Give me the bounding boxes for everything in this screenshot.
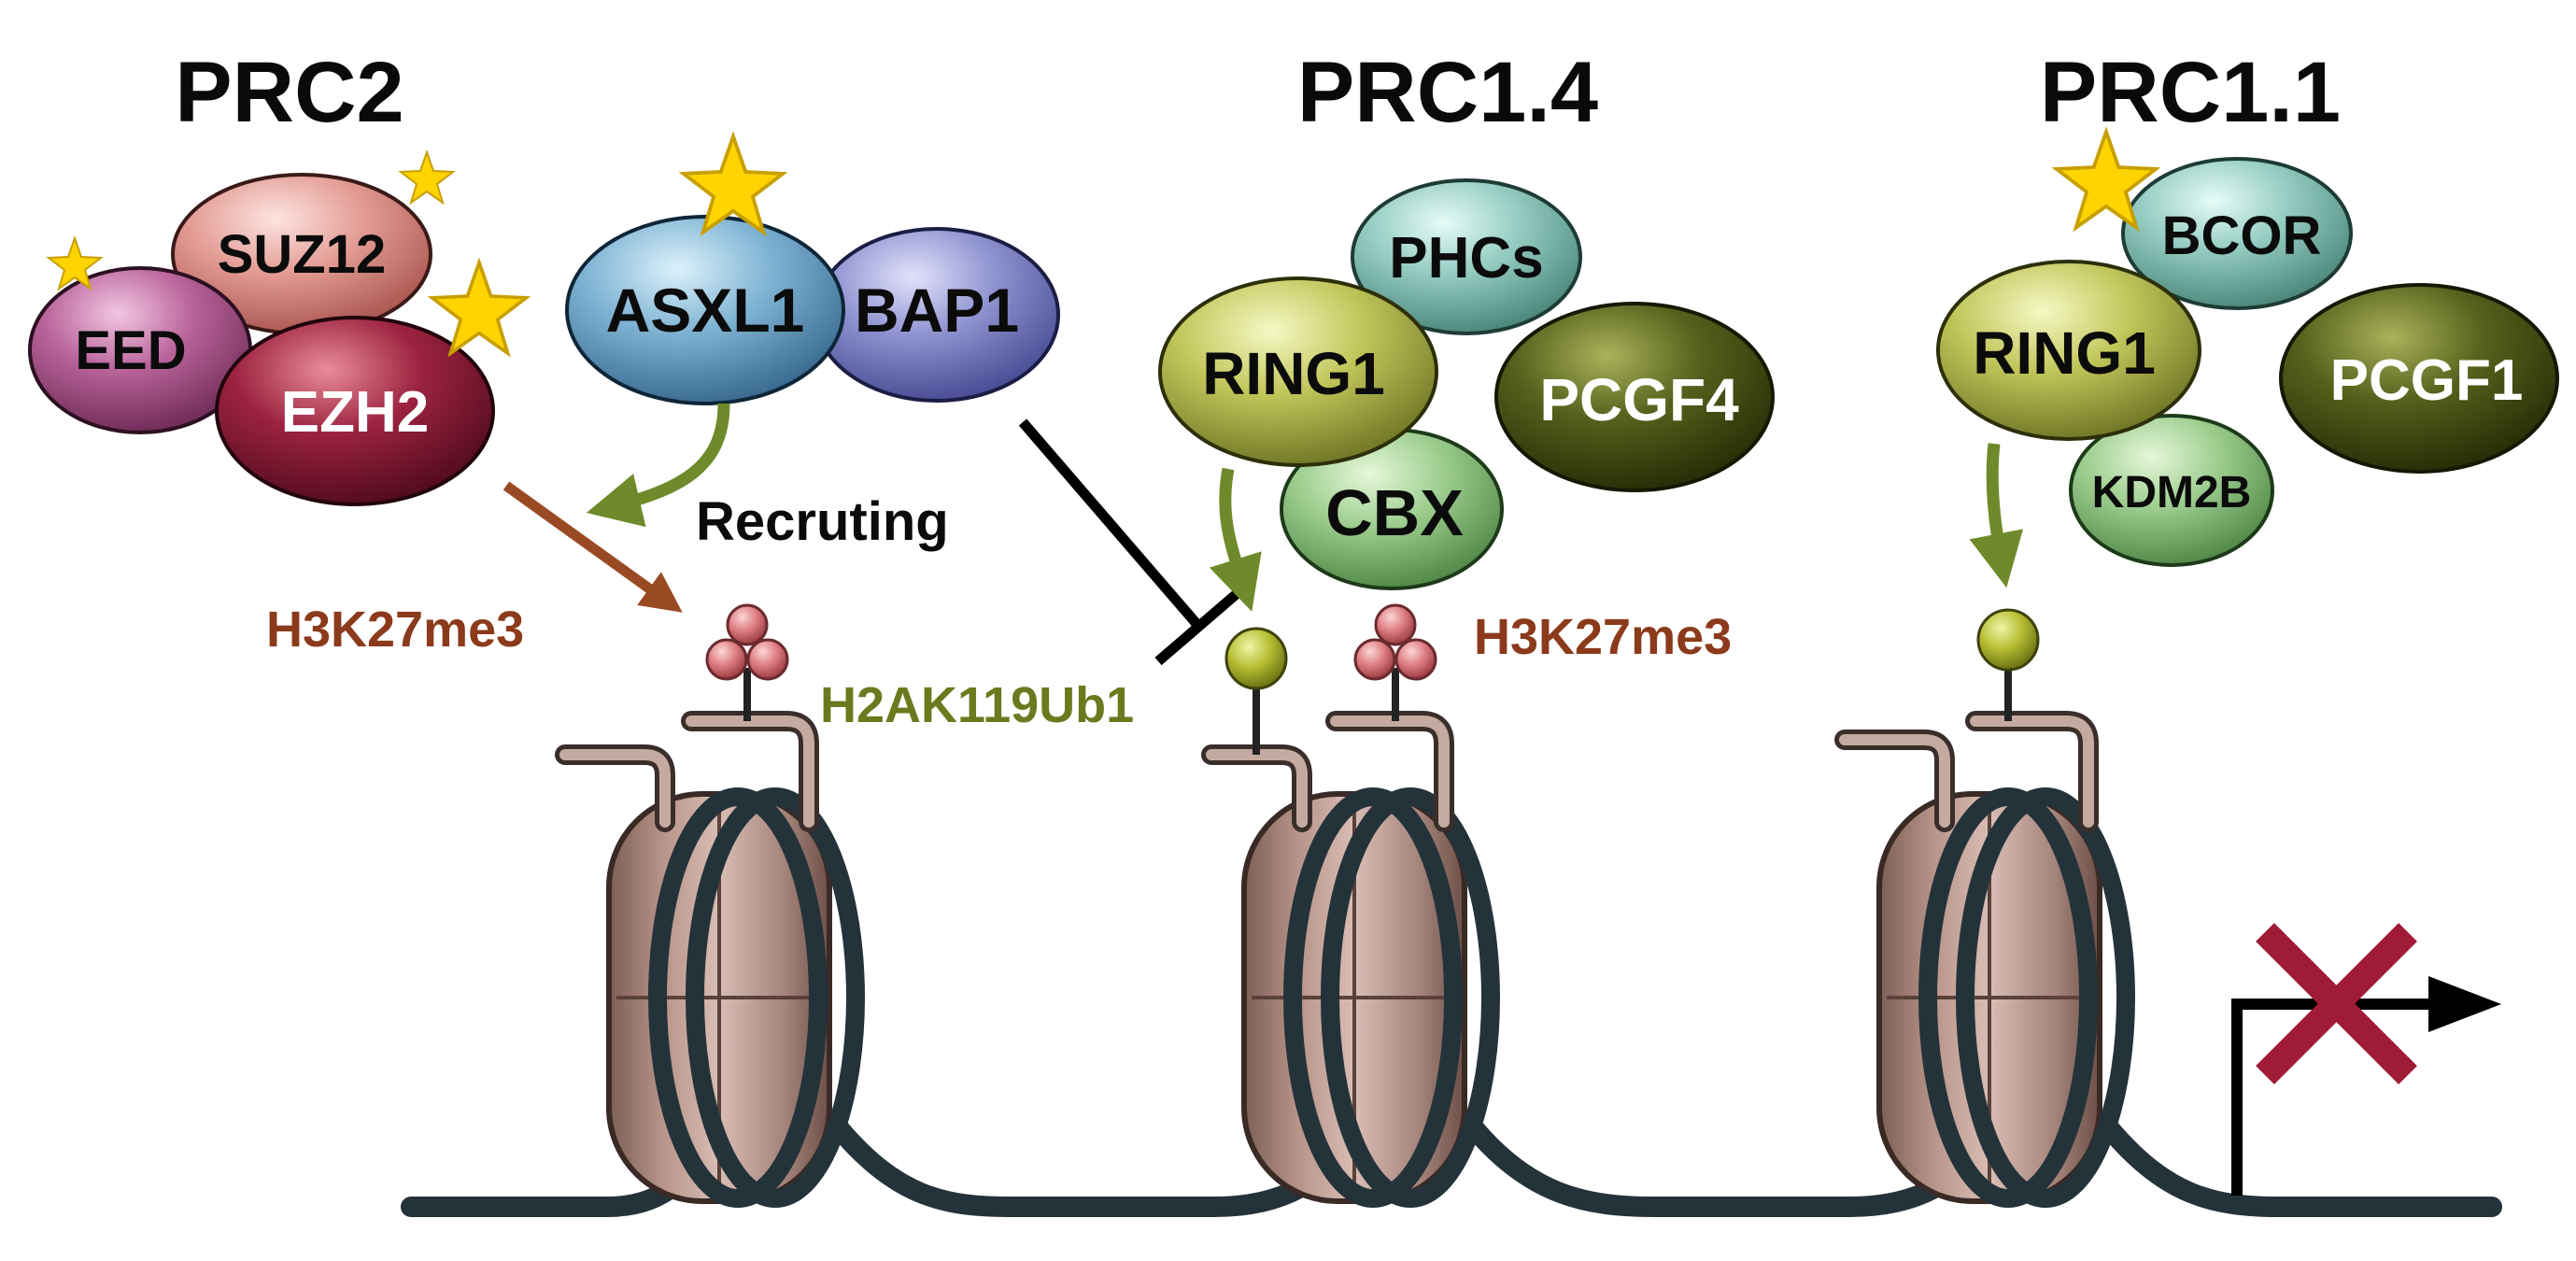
- ubiquitination-arrow-prc1-1: [1969, 443, 2024, 588]
- h3k27me3-mark-1: [705, 603, 789, 681]
- h2ak119ub1-mark-1: [1224, 627, 1288, 690]
- transcription-start-arrow-icon: [2231, 976, 2501, 1196]
- ezh2-label: EZH2: [281, 380, 429, 445]
- methylation-arrow: [502, 481, 683, 613]
- histone-tail: [555, 711, 819, 832]
- asxl1-bap1-complex: ASXL1 BAP1: [565, 131, 1060, 405]
- h3k27me3-label-left: H3K27me3: [266, 602, 524, 658]
- pcgf1-subunit: [2279, 283, 2559, 474]
- eed-label: EED: [75, 320, 186, 381]
- repression-cross-icon: [2256, 923, 2417, 1084]
- ring1-subunit: [1936, 260, 2201, 441]
- bcor-label: BCOR: [2162, 205, 2322, 266]
- star-icon: [2051, 126, 2161, 233]
- prc1-4-title: PRC1.4: [1297, 45, 1598, 140]
- star-icon: [398, 149, 456, 205]
- ubiquitination-arrow-prc1-4: [1209, 467, 1262, 612]
- prc1-4-complex: PHCs CBX PCGF4 RING1: [1158, 178, 1775, 590]
- star-icon: [427, 257, 531, 358]
- h3k27me3-mark-2: [1353, 603, 1437, 681]
- pcgf1-label: PCGF1: [2330, 348, 2524, 413]
- ezh2-subunit: [215, 316, 495, 506]
- bap1-label: BAP1: [855, 276, 1019, 345]
- kdm2b-subunit: [2069, 414, 2274, 567]
- asxl1-subunit: [565, 215, 845, 405]
- star-icon: [678, 131, 788, 237]
- phcs-subunit: [1351, 178, 1582, 335]
- h3k27me3-label-right: H3K27me3: [1474, 609, 1732, 665]
- asxl1-label: ASXL1: [606, 276, 805, 345]
- pcgf4-subunit: [1494, 302, 1775, 492]
- histone-tail: [1834, 711, 2099, 832]
- ring1-label: RING1: [1973, 319, 2156, 387]
- cbx-label: CBX: [1325, 476, 1464, 549]
- prc1-1-complex: BCOR KDM2B PCGF1 RING1: [1936, 126, 2559, 567]
- ring1-label: RING1: [1202, 340, 1385, 407]
- suz12-label: SUZ12: [218, 224, 387, 285]
- inhibition-arrow: [1018, 418, 1242, 666]
- nucleosome-3: [1834, 608, 2135, 1208]
- prc2-title: PRC2: [175, 45, 403, 140]
- h2ak119ub1-label: H2AK119Ub1: [820, 677, 1134, 733]
- star-icon: [46, 234, 104, 291]
- recruiting-arrow: [586, 403, 730, 528]
- kdm2b-label: KDM2B: [2092, 468, 2252, 517]
- prc1-1-title: PRC1.1: [2040, 45, 2341, 140]
- pcgf4-label: PCGF4: [1539, 366, 1739, 433]
- nucleosome-1: [555, 603, 865, 1208]
- prc2-complex: SUZ12 EED EZH2: [28, 149, 531, 506]
- bcor-subunit: [2121, 157, 2353, 310]
- ring1-subunit: [1158, 276, 1438, 467]
- recruiting-label: Recruting: [696, 491, 949, 552]
- histone-tail: [1201, 711, 1454, 832]
- phcs-label: PHCs: [1389, 226, 1543, 290]
- h2ak119ub1-mark-2: [1976, 608, 2040, 672]
- nucleosome-2: [1201, 603, 1500, 1208]
